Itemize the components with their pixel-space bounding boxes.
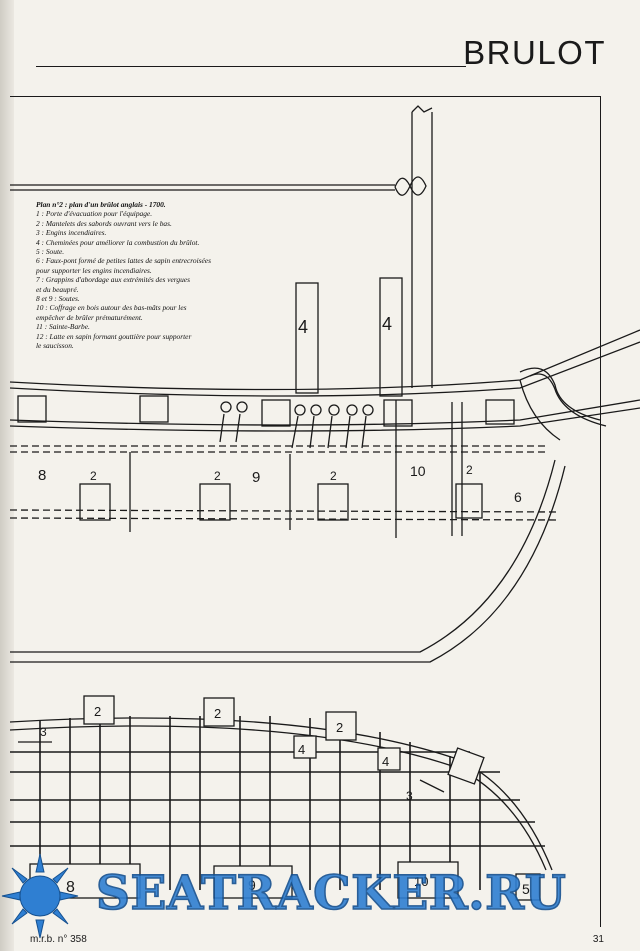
- label-chimney-4b: 4: [382, 314, 392, 334]
- port-square-2: [139, 395, 169, 423]
- label-hold-8: 8: [38, 467, 46, 484]
- legend-item: pour supporter les engins incendiaires.: [36, 265, 152, 275]
- label-chimney-4a: 4: [298, 317, 308, 337]
- label-plan-8: 8: [66, 879, 75, 896]
- label-hold-9: 9: [252, 469, 260, 486]
- label-plan-2b: 2: [214, 706, 221, 721]
- plan-outline: [9, 717, 553, 871]
- label-faux-pont-6: 6: [514, 489, 522, 505]
- legend-item: 10 : Coffrage en bois autour des bas-mât…: [36, 303, 187, 313]
- upper-rail: [9, 329, 640, 391]
- label-plan-4b: 4: [382, 754, 389, 769]
- legend-item: le saucisson.: [36, 341, 74, 351]
- rail-2: [9, 341, 640, 397]
- faux-pont-lattice: [10, 716, 545, 890]
- plan-port-2: [203, 697, 235, 727]
- plan-chimney-2: [377, 747, 401, 771]
- label-plan-5: 5: [522, 881, 530, 897]
- grappling-hooks: [219, 401, 374, 449]
- chimney-1: [295, 282, 319, 394]
- port-square-4: [383, 399, 413, 427]
- plan-port-3: [325, 711, 357, 741]
- legend-item: empêcher de brûler prématurément.: [36, 312, 143, 322]
- legend-item: 4 : Cheminées pour améliorer la combusti…: [36, 237, 200, 247]
- chimney-2: [379, 277, 403, 397]
- label-plan-2c: 2: [336, 720, 343, 735]
- gunport-2: [199, 483, 231, 521]
- plan-chimney-1: [293, 735, 317, 759]
- page-title: BRULOT: [463, 34, 606, 71]
- bow-head-2: [529, 373, 607, 427]
- port-square-5: [485, 399, 515, 425]
- hull-keel-line: [10, 459, 556, 653]
- deck-dashed-3: [9, 509, 561, 513]
- drawing-frame: [10, 96, 601, 927]
- deck-dashed-4: [9, 517, 561, 521]
- page-number: 31: [592, 934, 604, 945]
- rail-4: [9, 407, 640, 432]
- label-plan-9: 9: [248, 877, 256, 893]
- legend-item: 6 : Faux-pont formé de petites lattes de…: [36, 256, 211, 266]
- plan-legend: Plan n°2 : plan d'un brûlot anglais - 17…: [36, 200, 286, 351]
- gunport-4: [455, 483, 483, 519]
- rail-3: [9, 399, 640, 426]
- label-hold-10: 10: [410, 463, 426, 479]
- plan-incendiary-bar: [18, 741, 445, 793]
- magazine-issue: m.r.b. n° 358: [30, 934, 87, 945]
- page-gutter-shadow: [0, 0, 14, 951]
- label-port-2c: 2: [330, 469, 337, 483]
- posts: [129, 400, 463, 538]
- bow-head: [519, 367, 601, 421]
- legend-item: 11 : Sainte-Barbe.: [36, 322, 90, 332]
- pennant-bar: [10, 184, 395, 191]
- legend-item: 1 : Porte d'évacuation pour l'équipage.: [36, 209, 153, 219]
- hull-keel-line-2: [10, 465, 566, 663]
- label-plan-4a: 4: [298, 742, 305, 757]
- label-plan-2a: 2: [94, 704, 101, 719]
- legend-title: Plan n°2 : plan d'un brûlot anglais - 17…: [36, 200, 166, 209]
- plan-hold-10: [397, 861, 459, 899]
- plan-port-4: [447, 747, 485, 785]
- header-rule: [36, 66, 466, 67]
- vane-scroll: [394, 176, 427, 196]
- port-square-3: [261, 399, 291, 427]
- mast-top: [411, 105, 433, 113]
- legend-item: 2 : Mantelets des sabords ouvrant vers l…: [36, 218, 172, 228]
- legend-item: 12 : Latte en sapin formant gouttière po…: [36, 331, 192, 341]
- gunport-1: [79, 483, 111, 521]
- legend-item: et du beaupré.: [36, 284, 79, 294]
- plan-hold-9: [213, 865, 293, 899]
- label-plan-3a: 3: [40, 725, 47, 739]
- gunport-3: [317, 483, 349, 521]
- legend-item: 3 : Engins incendiaires.: [36, 228, 107, 238]
- plan-port-1: [83, 695, 115, 725]
- label-port-2d: 2: [466, 463, 473, 477]
- label-plan-3b: 3: [406, 789, 413, 803]
- watermark-text: SEATRACKER.RU: [95, 865, 567, 922]
- label-port-2a: 2: [90, 469, 97, 483]
- legend-item: 8 et 9 : Soutes.: [36, 294, 80, 304]
- label-port-2b: 2: [214, 469, 221, 483]
- plan-hold-5: [515, 873, 541, 901]
- main-mast: [411, 112, 433, 388]
- sun-logo-icon: [1, 853, 79, 939]
- port-square-1: [17, 395, 47, 423]
- legend-item: 7 : Grappins d'abordage aux extrémités d…: [36, 275, 190, 285]
- bow-stem: [519, 379, 561, 441]
- legend-item: 5 : Soute.: [36, 247, 65, 257]
- label-plan-10: 10: [414, 874, 428, 889]
